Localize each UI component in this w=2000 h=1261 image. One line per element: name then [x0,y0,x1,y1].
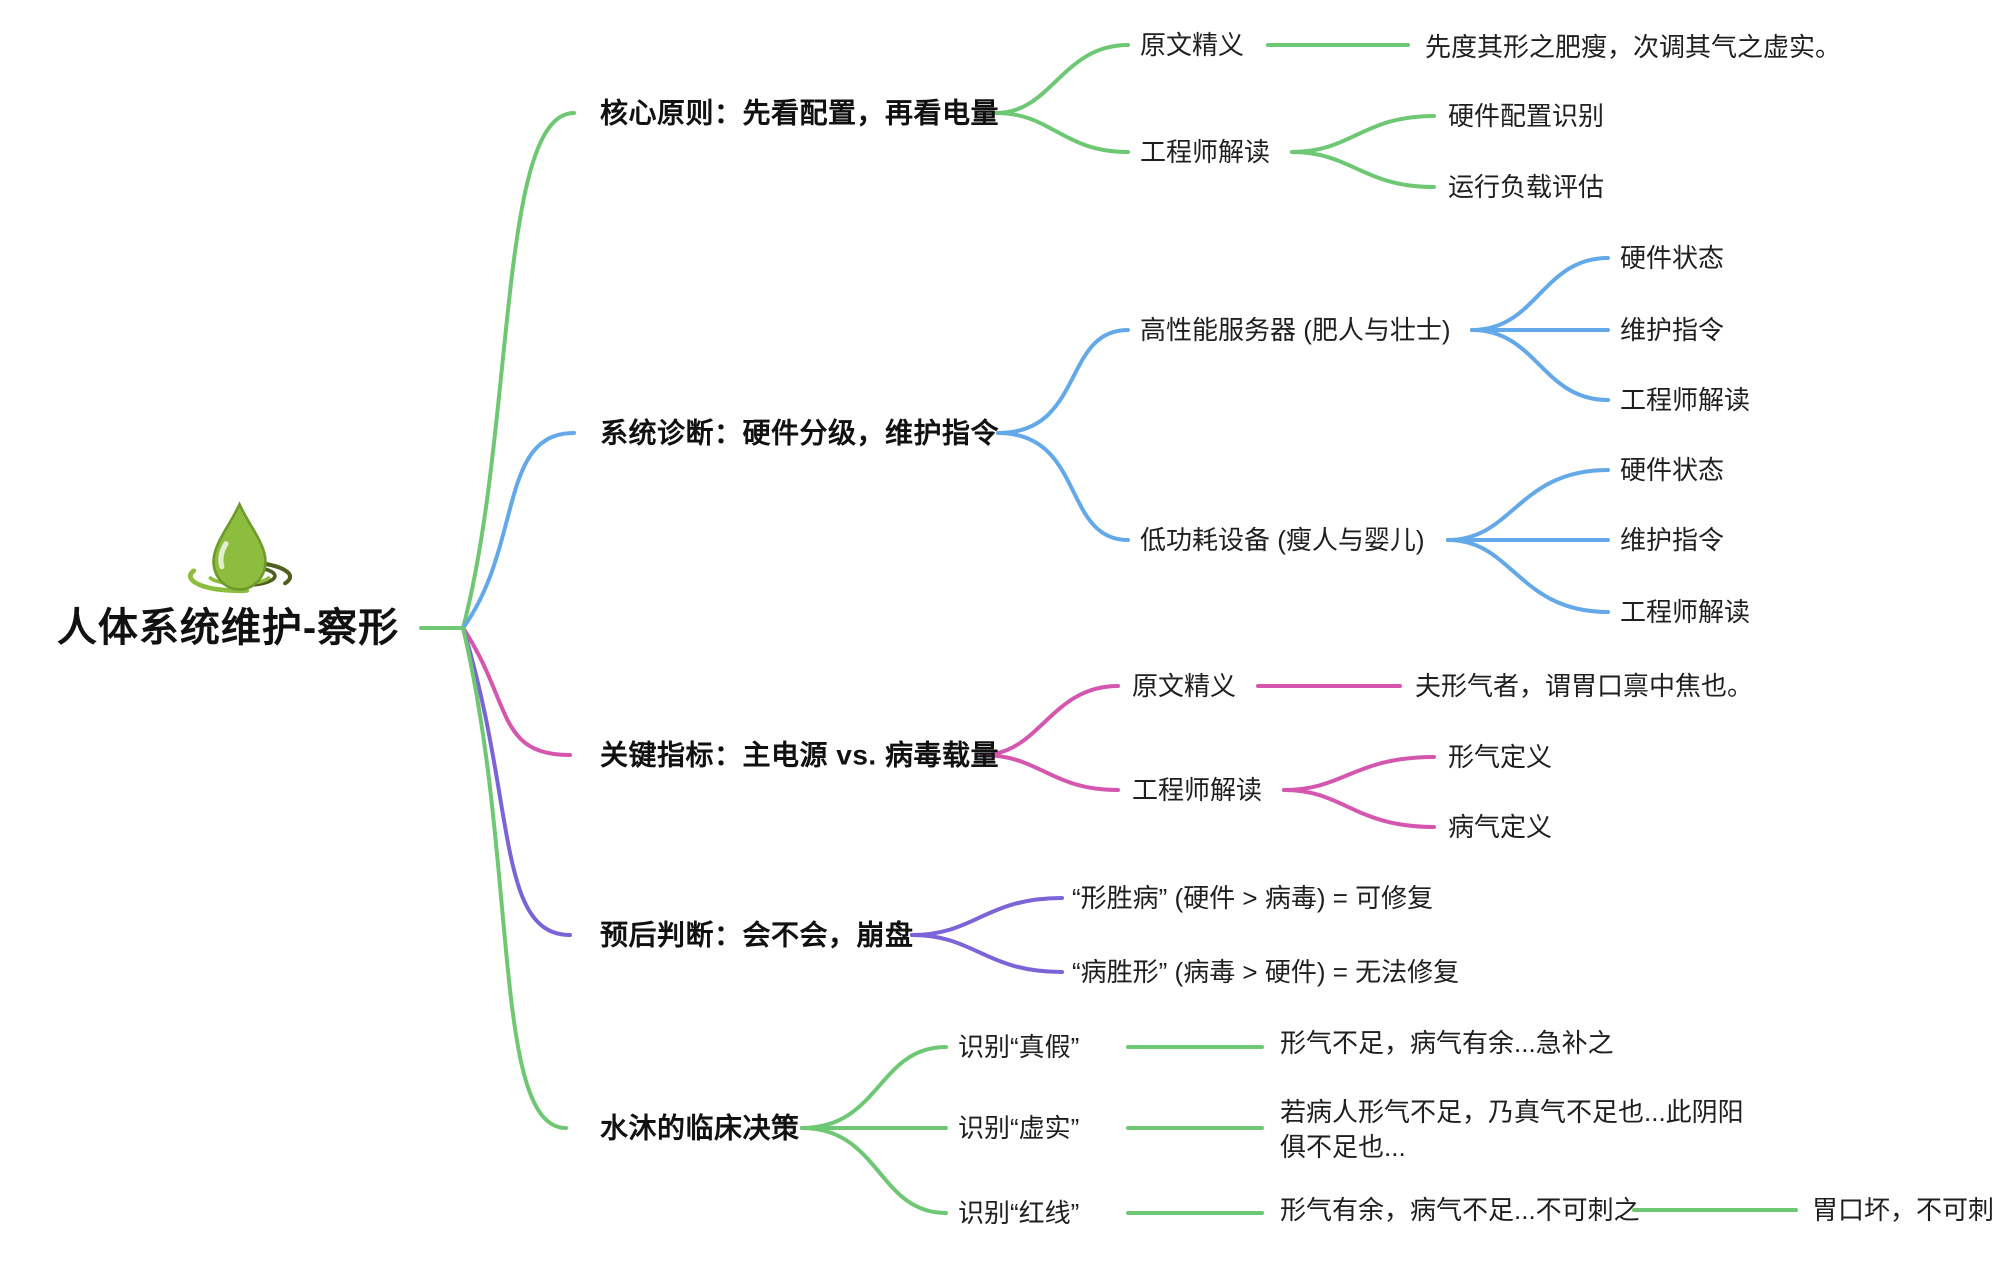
node-identify-red-line[interactable]: 识别“红线” [958,1197,1080,1228]
connector-branch2-fork-up [996,328,1130,435]
connector-lp-fan-down [1446,538,1610,614]
connector-eng2-fork-up [1282,755,1436,792]
leaf-bingqi-definition[interactable]: 病气定义 [1448,811,1553,842]
connector-branch3-trunk [461,626,572,757]
logo-droplet [212,501,267,591]
leaf-hardware-status-hp[interactable]: 硬件状态 [1620,242,1725,273]
connector-branch4-fork-down [910,933,1064,974]
leaf-running-load-assessment[interactable]: 运行负载评估 [1448,171,1605,202]
leaf-maintenance-command-lp[interactable]: 维护指令 [1620,524,1725,555]
leaf-original-quote-1[interactable]: 先度其形之肥瘦，次调其气之虚实。 [1425,31,1842,62]
connector-branch1-fork-up [994,43,1130,115]
node-engineer-interpretation-2[interactable]: 工程师解读 [1132,774,1263,805]
connector-branch3-fork-down [980,753,1120,792]
logo-ripple-outer-light [188,568,250,594]
leaf-engineer-interpretation-hp[interactable]: 工程师解读 [1620,384,1751,415]
node-engineer-interpretation-1[interactable]: 工程师解读 [1140,136,1271,167]
branch-prognosis[interactable]: 预后判断：会不会，崩盘 [600,919,914,951]
connector-lp-fan-up [1446,468,1610,542]
water-drop-logo [188,501,293,594]
logo-droplet-highlight [218,541,229,570]
connector-eng1-fork-down [1290,150,1436,189]
connector-eng1-fork-up [1290,114,1436,154]
leaf-engineer-interpretation-lp[interactable]: 工程师解读 [1620,596,1751,627]
node-high-performance-server[interactable]: 高性能服务器 (肥人与壮士) [1140,314,1451,345]
connector-branch4-fork-up [910,896,1064,937]
branch-system-diagnosis[interactable]: 系统诊断：硬件分级，维护指令 [600,417,1000,449]
connector-eng2-fork-down [1282,788,1436,829]
connector-branch4-trunk [461,626,572,937]
connector-branch2-fork-down [996,431,1130,542]
leaf-disease-beats-form[interactable]: “病胜形” (病毒 > 硬件) = 无法修复 [1072,956,1460,987]
connector-branch5-fan-down [800,1126,948,1215]
node-original-essence-1[interactable]: 原文精义 [1140,29,1245,60]
node-original-essence-2[interactable]: 原文精义 [1132,670,1237,701]
connector-branch1-fork-down [994,111,1130,154]
branch-clinical-decision[interactable]: 水沐的临床决策 [600,1112,800,1144]
node-identify-true-false[interactable]: 识别“真假” [958,1031,1080,1062]
connector-hp-fan-down [1470,328,1610,402]
connector-branch5-fan-up [800,1045,948,1130]
connector-branch5-trunk [461,626,568,1130]
leaf-maintenance-command-hp[interactable]: 维护指令 [1620,314,1725,345]
connector-branch2-trunk [461,431,576,630]
connector-branch1-trunk [461,111,576,630]
branch-core-principle[interactable]: 核心原则：先看配置，再看电量 [600,97,1000,129]
leaf-deficiency-excess-detail[interactable]: 若病人形气不足，乃真气不足也...此阴阳俱不足也... [1280,1097,1744,1162]
node-low-power-device[interactable]: 低功耗设备 (瘦人与婴儿) [1140,524,1425,555]
connector-branch3-fork-up [980,684,1120,757]
branch-key-metrics[interactable]: 关键指标：主电源 vs. 病毒载量 [600,739,999,771]
leaf-red-line-detail[interactable]: 形气有余，病气不足...不可刺之 [1280,1194,1640,1225]
leaf-stomach-bad-no-needle[interactable]: 胃口坏，不可刺 [1812,1194,1995,1225]
connector-hp-fan-up [1470,256,1610,332]
leaf-true-false-detail[interactable]: 形气不足，病气有余...急补之 [1280,1027,1614,1058]
node-identify-deficiency-excess[interactable]: 识别“虚实” [958,1112,1080,1143]
leaf-hardware-config-recognition[interactable]: 硬件配置识别 [1448,100,1605,131]
leaf-hardware-status-lp[interactable]: 硬件状态 [1620,454,1725,485]
leaf-form-beats-disease[interactable]: “形胜病” (硬件 > 病毒) = 可修复 [1072,882,1434,913]
leaf-original-quote-2[interactable]: 夫形气者，谓胃口禀中焦也。 [1415,670,1754,701]
leaf-xingqi-definition[interactable]: 形气定义 [1448,741,1553,772]
root-node[interactable]: 人体系统维护-察形 [56,606,400,650]
